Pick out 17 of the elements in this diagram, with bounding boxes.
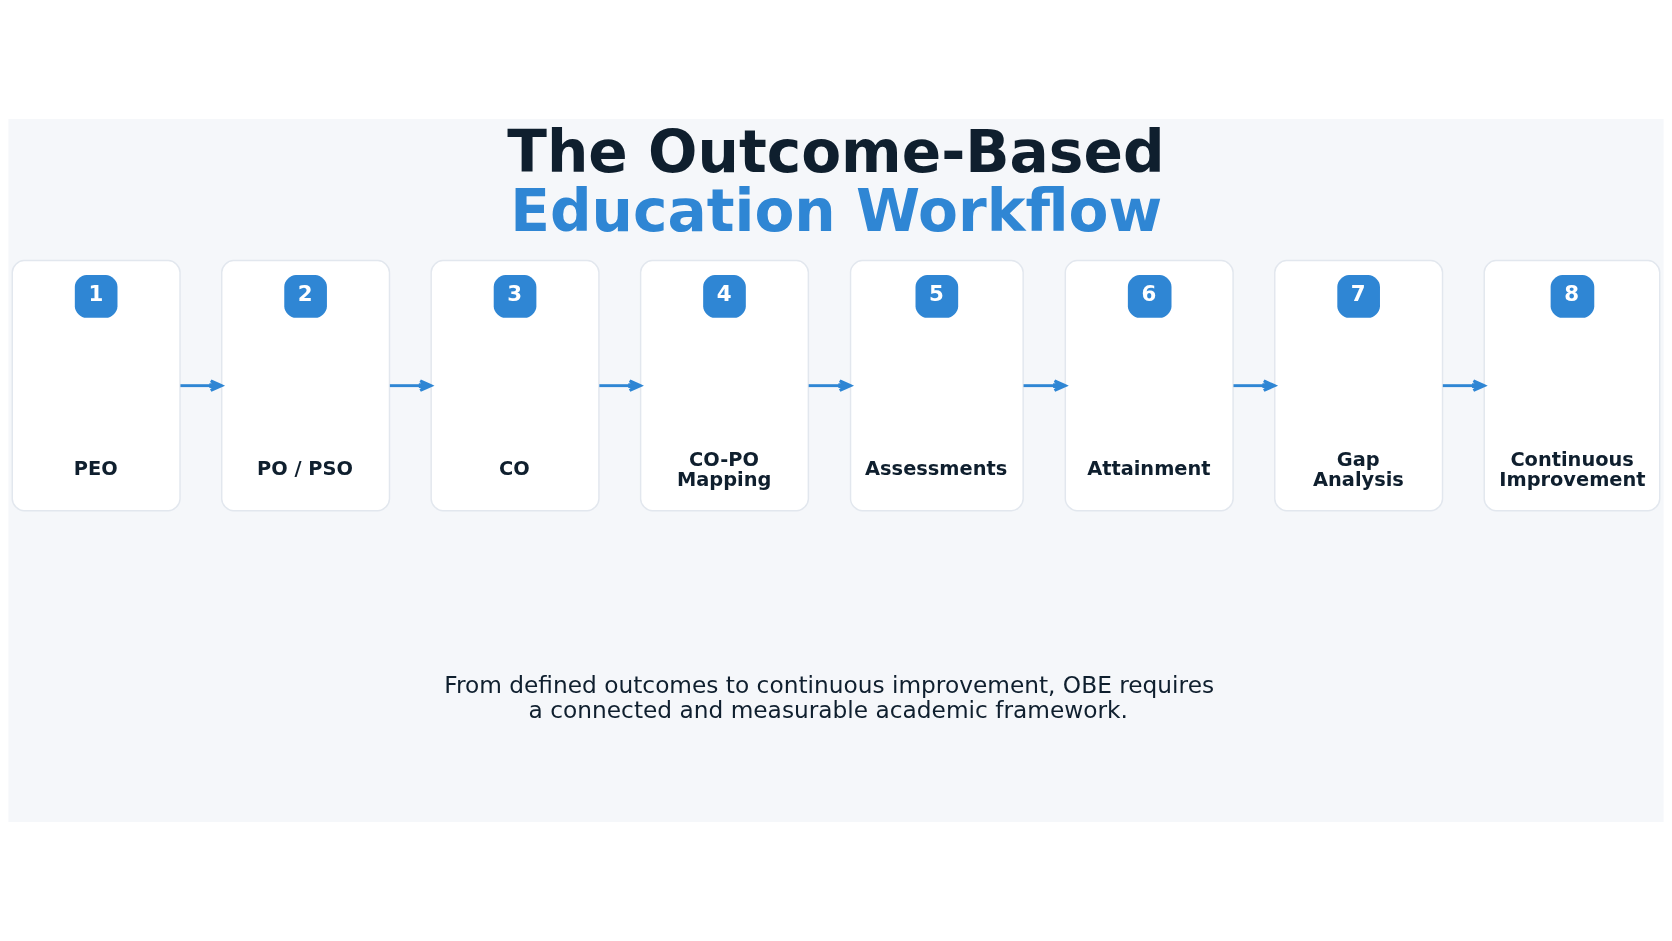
node-box: 7 Gap Analysis xyxy=(1274,259,1444,512)
arrow xyxy=(1233,379,1276,392)
node-box: 2 PO / PSO xyxy=(221,259,391,512)
caption: From defined outcomes to continuous improvement, OBE requires a connected and measurable academic framework. xyxy=(444,670,1215,723)
node-box: 3 CO xyxy=(430,259,600,512)
node-box: 6 Attainment xyxy=(1064,259,1234,512)
node-box: 5 Assessments xyxy=(849,259,1024,512)
node-box: 8 Continuous Improvement xyxy=(1483,259,1661,512)
node-box: 1 PEO xyxy=(11,259,181,512)
arrow xyxy=(1442,379,1486,392)
arrow xyxy=(389,379,433,392)
node-box: 4 CO-PO Mapping xyxy=(639,259,810,512)
arrow xyxy=(808,379,852,392)
diagram-title: The Outcome-Based Education Workflow xyxy=(507,118,1165,245)
arrow xyxy=(1023,379,1067,392)
arrow xyxy=(599,379,642,392)
arrow xyxy=(180,379,223,392)
